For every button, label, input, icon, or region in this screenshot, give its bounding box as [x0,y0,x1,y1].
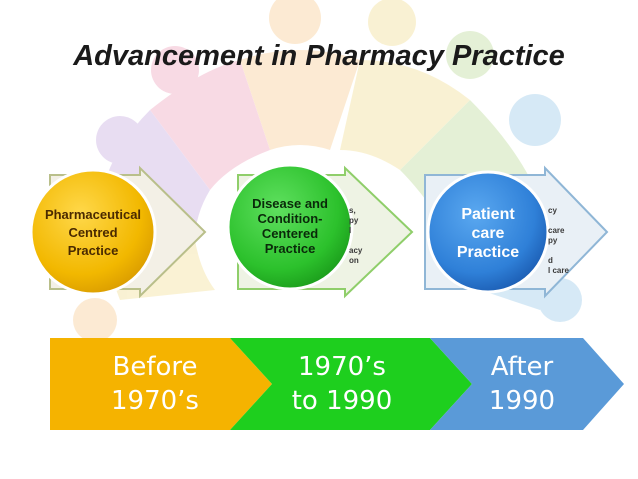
bg-head-purple [96,116,144,164]
era-3-label: After 1990 [457,350,587,418]
stage-3-circle [426,170,550,294]
stage-2-partial-line-6: on [349,256,359,265]
bg-head-pink [151,46,199,94]
era-2-segment [230,338,472,430]
era-2-label: 1970’s to 1990 [272,350,412,418]
era-1-line-1: Before [112,352,198,382]
stage-2-partial-text: s, py l acy on [349,206,362,266]
stage-1-label: Pharmaceutical Centred Practice [31,206,155,260]
stage-3-partial-line-7: l care [548,266,569,275]
bg-body-yellow [340,60,470,170]
stage-2-label-line-4: Practice [264,241,316,256]
stage-3-label-line-3: Practice [456,244,520,261]
stage-3-partial-line-4: py [548,236,558,245]
era-2-line-1: 1970’s [298,352,386,382]
era-1-segment [50,338,272,430]
stage-3-partial-line-1: cy [548,206,557,215]
era-timeline-bar [50,338,624,430]
bg-body-pink [150,60,270,190]
stage-1-label-line-3: Practice [67,243,119,258]
stage-2-partial-line-3: l [349,226,352,235]
bg-head-yellow [368,0,416,46]
bg-head-green [446,31,494,79]
era-1-line-2: 1970’s [111,386,199,416]
era-1-label: Before 1970’s [85,350,225,418]
stage-2-label-line-1: Disease and [252,196,328,211]
stage-3-partial-text: cy care py d l care [548,206,569,276]
era-3-line-2: 1990 [488,386,556,416]
stage-2-partial-line-2: py [349,216,359,225]
bg-head-blue [509,94,561,146]
stage-2-label-line-3: Centered [261,226,319,241]
stage-2-partial-line-5: acy [349,246,363,255]
era-2-line-2: to 1990 [291,386,393,416]
bg-body-orange [240,50,360,150]
era-3-segment [430,338,624,430]
stage-3-partial-line-6: d [548,256,553,265]
stage-3-label: Patient care Practice [428,205,548,262]
era-3-line-1: After [490,352,554,382]
slide-title: Advancement in Pharmacy Practice [73,40,565,72]
bg-head-orange-lower [73,298,117,342]
stage-1-circle [29,168,157,296]
bg-head-orange [269,0,321,44]
stage-3-label-line-1: Patient [461,206,515,223]
stage-1-label-line-1: Pharmaceutical [44,207,142,222]
stage-1-label-line-2: Centred [68,225,118,240]
stage-2-circle [226,163,354,291]
stage-2-label: Disease and Condition- Centered Practice [228,196,352,256]
stage-2-partial-line-1: s, [349,206,356,215]
stage-2-label-line-2: Condition- [257,211,323,226]
stage-circles [29,163,550,296]
stage-3-label-line-2: care [471,225,505,242]
stage-3-partial-line-3: care [548,226,565,235]
